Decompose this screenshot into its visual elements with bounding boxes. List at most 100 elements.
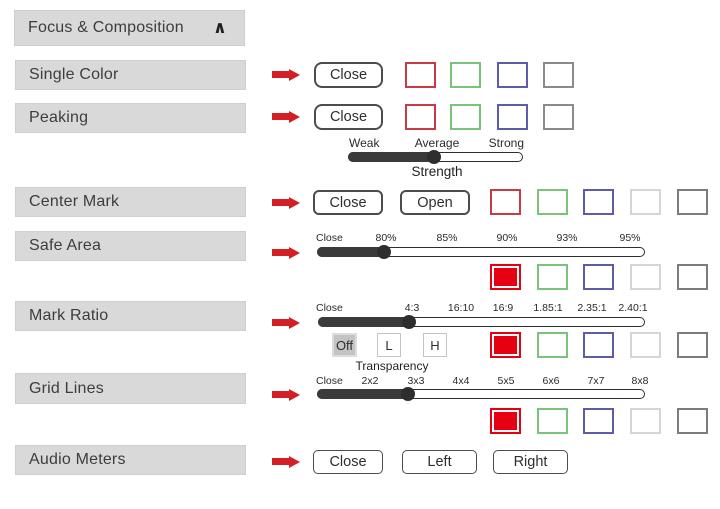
grid-lines-slider[interactable] (317, 387, 645, 401)
safe-area-slider-knob[interactable] (377, 245, 391, 259)
mark-ratio-swatch-red-selected[interactable] (490, 332, 521, 358)
single-color-swatch-gray[interactable] (543, 62, 574, 88)
grid-lines-slider-knob[interactable] (401, 387, 415, 401)
grid-lines-swatch-dark-gray[interactable] (677, 408, 708, 434)
peaking-swatch-green[interactable] (450, 104, 481, 130)
mark-ratio-tick-4-3: 4:3 (404, 302, 420, 314)
menu-item-grid-lines[interactable]: Grid Lines (15, 373, 246, 404)
mark-ratio-swatch-light-gray[interactable] (630, 332, 661, 358)
strength-tick-weak: Weak (349, 136, 380, 150)
audio-meters-close-button[interactable]: Close (313, 450, 383, 474)
mark-ratio-label: Mark Ratio (29, 307, 109, 324)
transparency-low-button[interactable]: L (377, 333, 401, 357)
red-arrow-icon (272, 388, 300, 401)
grid-lines-label: Grid Lines (29, 379, 104, 397)
safe-area-slider[interactable] (317, 245, 645, 259)
grid-lines-tick-2x2: 2x2 (361, 375, 379, 387)
audio-meters-right-button[interactable]: Right (493, 450, 568, 474)
menu-item-center-mark[interactable]: Center Mark (15, 187, 246, 217)
grid-lines-tick-4x4: 4x4 (452, 375, 470, 387)
mark-ratio-tick-235-1: 2.35:1 (577, 302, 607, 314)
peaking-swatch-blue[interactable] (497, 104, 528, 130)
safe-area-swatch-red-selected[interactable] (490, 264, 521, 290)
chevron-up-icon[interactable]: ∧ (213, 18, 228, 37)
safe-area-swatch-blue[interactable] (583, 264, 614, 290)
safe-area-tick-close: Close (316, 232, 343, 244)
transparency-off-button[interactable]: Off (332, 333, 357, 357)
grid-lines-tick-5x5: 5x5 (497, 375, 515, 387)
safe-area-tick-93: 93% (556, 232, 578, 244)
menu-item-safe-area[interactable]: Safe Area (15, 231, 246, 261)
peaking-strength-slider-knob[interactable] (427, 150, 441, 164)
grid-lines-tick-3x3: 3x3 (407, 375, 425, 387)
slider-fill (318, 317, 409, 327)
safe-area-swatch-light-gray[interactable] (630, 264, 661, 290)
grid-lines-tick-8x8: 8x8 (631, 375, 649, 387)
red-arrow-icon (272, 455, 300, 468)
center-mark-close-button[interactable]: Close (313, 190, 383, 215)
safe-area-swatch-dark-gray[interactable] (677, 264, 708, 290)
center-mark-swatch-red[interactable] (490, 189, 521, 215)
mark-ratio-swatch-dark-gray[interactable] (677, 332, 708, 358)
transparency-high-button[interactable]: H (423, 333, 447, 357)
transparency-caption: Transparency (355, 359, 429, 373)
mark-ratio-slider[interactable] (318, 315, 645, 329)
red-arrow-icon (272, 316, 300, 329)
mark-ratio-swatch-blue[interactable] (583, 332, 614, 358)
center-mark-swatch-green[interactable] (537, 189, 568, 215)
peaking-strength-slider[interactable] (348, 150, 523, 164)
grid-lines-swatch-red-selected[interactable] (490, 408, 521, 434)
peaking-label: Peaking (29, 109, 89, 126)
grid-lines-swatch-light-gray[interactable] (630, 408, 661, 434)
peaking-swatch-red[interactable] (405, 104, 436, 130)
single-color-swatch-blue[interactable] (497, 62, 528, 88)
peaking-swatch-gray[interactable] (543, 104, 574, 130)
mark-ratio-tick-16-10: 16:10 (447, 302, 475, 314)
strength-tick-average: Average (414, 136, 460, 150)
mark-ratio-tick-240-1: 2.40:1 (618, 302, 648, 314)
grid-lines-tick-7x7: 7x7 (587, 375, 605, 387)
red-arrow-icon (272, 68, 300, 81)
center-mark-swatch-dark-gray[interactable] (677, 189, 708, 215)
safe-area-label: Safe Area (29, 237, 102, 254)
menu-item-audio-meters[interactable]: Audio Meters (15, 445, 246, 475)
mark-ratio-swatch-green[interactable] (537, 332, 568, 358)
single-color-swatch-green[interactable] (450, 62, 481, 88)
red-arrow-icon (272, 246, 300, 259)
mark-ratio-tick-16-9: 16:9 (492, 302, 514, 314)
safe-area-tick-95: 95% (619, 232, 641, 244)
single-color-close-button[interactable]: Close (314, 62, 383, 88)
page-title: Focus & Composition (28, 19, 184, 36)
mark-ratio-tick-close: Close (316, 302, 343, 314)
grid-lines-swatch-blue[interactable] (583, 408, 614, 434)
single-color-swatch-red[interactable] (405, 62, 436, 88)
slider-fill (348, 152, 434, 162)
center-mark-swatch-light-gray[interactable] (630, 189, 661, 215)
safe-area-tick-85: 85% (436, 232, 458, 244)
mark-ratio-slider-knob[interactable] (402, 315, 416, 329)
red-arrow-icon (272, 110, 300, 123)
strength-caption: Strength (411, 164, 463, 179)
red-arrow-icon (272, 196, 300, 209)
menu-item-peaking[interactable]: Peaking (15, 103, 246, 133)
safe-area-tick-80: 80% (375, 232, 397, 244)
audio-meters-left-button[interactable]: Left (402, 450, 477, 474)
audio-meters-label: Audio Meters (29, 451, 126, 468)
center-mark-label: Center Mark (29, 193, 120, 210)
peaking-close-button[interactable]: Close (314, 104, 383, 130)
mark-ratio-tick-185-1: 1.85:1 (533, 302, 563, 314)
section-header-focus-composition[interactable]: Focus & Composition ∧ (14, 10, 245, 46)
grid-lines-tick-close: Close (316, 375, 343, 387)
slider-fill (317, 389, 408, 399)
slider-fill (317, 247, 384, 257)
center-mark-open-button[interactable]: Open (400, 190, 470, 215)
grid-lines-tick-6x6: 6x6 (542, 375, 560, 387)
grid-lines-swatch-green[interactable] (537, 408, 568, 434)
center-mark-swatch-blue[interactable] (583, 189, 614, 215)
menu-item-single-color[interactable]: Single Color (15, 60, 246, 90)
menu-item-mark-ratio[interactable]: Mark Ratio (15, 301, 246, 331)
single-color-label: Single Color (29, 66, 119, 83)
safe-area-tick-90: 90% (496, 232, 518, 244)
safe-area-swatch-green[interactable] (537, 264, 568, 290)
